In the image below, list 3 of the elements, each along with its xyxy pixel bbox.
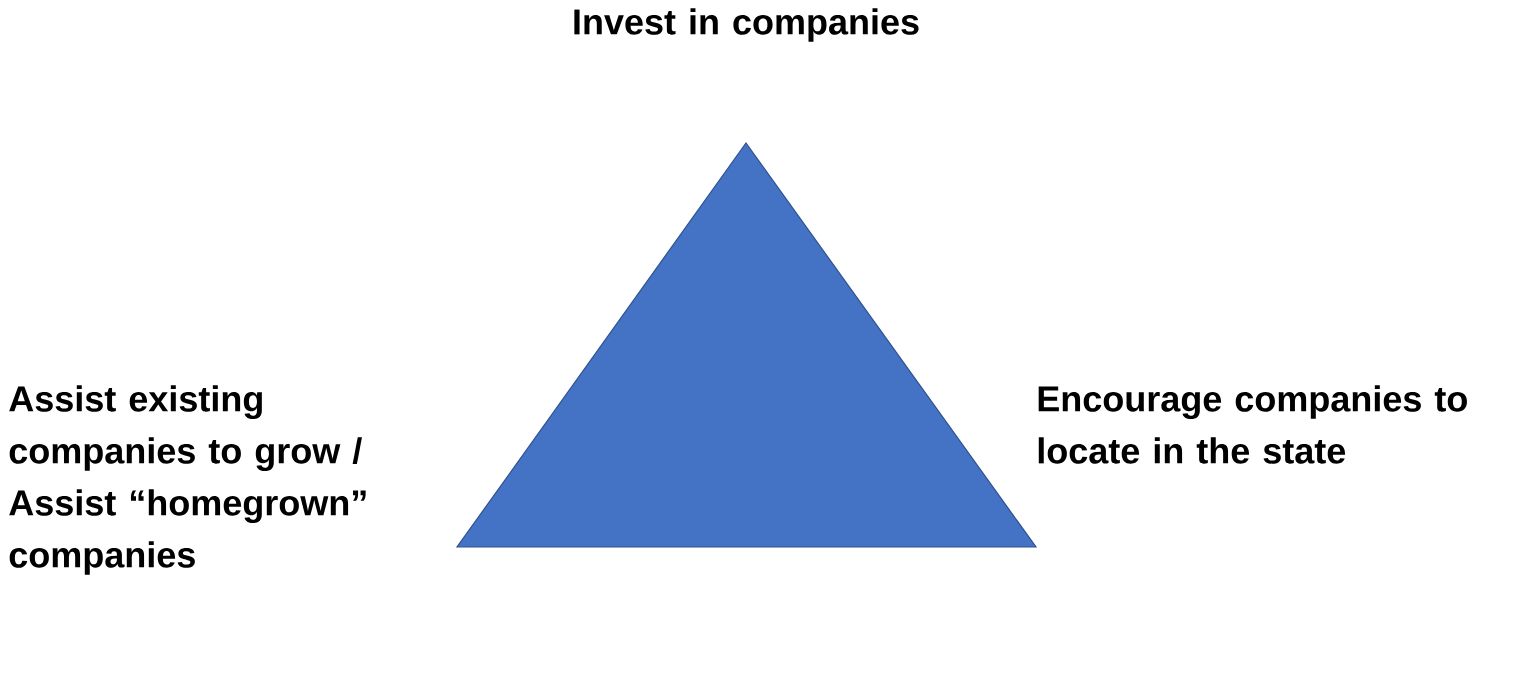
corner-label: Assist existing companies to grow / Assist “homegrown” companies [9,385,366,575]
corner-label: Invest in companies [574,8,919,42]
corner-label: Encourage companies to locate in the state [1038,385,1467,464]
